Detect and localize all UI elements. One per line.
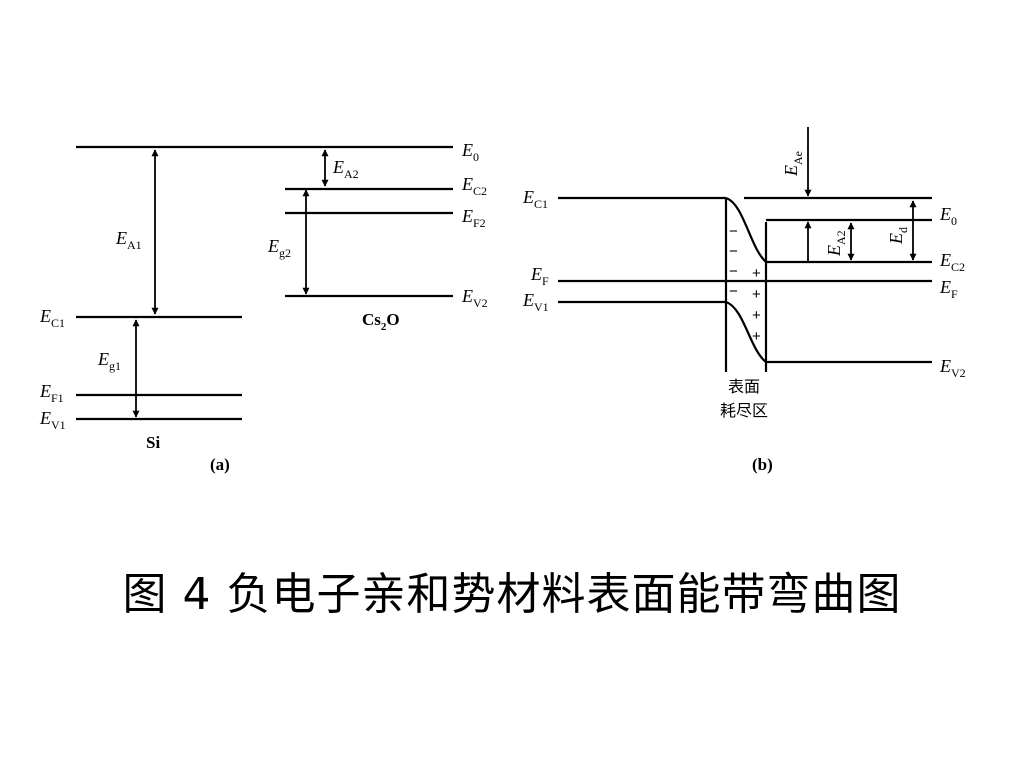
a-ec2-label: EC2 xyxy=(461,174,487,198)
a-ea2-label: EA2 xyxy=(332,157,359,181)
b-ec1-label: EC1 xyxy=(522,187,548,211)
b-plus-sign: + xyxy=(752,328,761,345)
a-eg2-label: Eg2 xyxy=(267,236,291,260)
b-ec2-label: EC2 xyxy=(939,250,965,274)
panel-b: − − − − + + + + EC1 EF EV1 E0 EC2 EF EV2… xyxy=(522,127,966,474)
svg-text:Ed: Ed xyxy=(886,227,910,245)
a-ea1-label: EA1 xyxy=(115,228,142,252)
svg-text:EAe: EAe xyxy=(781,151,805,177)
b-ed-label: Ed xyxy=(886,227,910,245)
a-ev2-label: EV2 xyxy=(461,286,488,310)
figure-caption: 图 4 负电子亲和势材料表面能带弯曲图 xyxy=(122,569,902,620)
a-ev1-label: EV1 xyxy=(39,408,66,432)
b-ev1-label: EV1 xyxy=(522,290,549,314)
a-eg1-label: Eg1 xyxy=(97,349,121,373)
b-region-label-line2: 耗尽区 xyxy=(720,401,768,420)
a-ef2-label: EF2 xyxy=(461,206,486,230)
a-ef1-label: EF1 xyxy=(39,381,64,405)
b-eae-label: EAe xyxy=(781,151,805,177)
b-minus-sign: − xyxy=(729,283,738,300)
band-diagram: E0 EC2 EF2 EV2 EC1 EF1 EV1 EA1 EA2 Eg2 E… xyxy=(39,127,966,474)
b-ev2-label: EV2 xyxy=(939,356,966,380)
b-ef-label: EF xyxy=(530,264,549,288)
b-ea2-label: EA2 xyxy=(824,230,848,257)
svg-text:EA2: EA2 xyxy=(824,230,848,257)
b-plus-sign: + xyxy=(752,307,761,324)
b-panel-tag: (b) xyxy=(752,455,773,474)
b-e0-label: E0 xyxy=(939,204,957,228)
a-cs2o-label: Cs2O xyxy=(362,310,400,333)
a-si-label: Si xyxy=(146,433,160,452)
panel-a: E0 EC2 EF2 EV2 EC1 EF1 EV1 EA1 EA2 Eg2 E… xyxy=(39,140,488,474)
b-minus-sign: − xyxy=(729,223,738,240)
b-plus-sign: + xyxy=(752,265,761,282)
b-plus-sign: + xyxy=(752,286,761,303)
a-ec1-label: EC1 xyxy=(39,306,65,330)
a-panel-tag: (a) xyxy=(210,455,230,474)
b-minus-sign: − xyxy=(729,243,738,260)
b-ef-right-label: EF xyxy=(939,277,958,301)
b-minus-sign: − xyxy=(729,263,738,280)
b-region-label-line1: 表面 xyxy=(728,377,760,396)
a-e0-label: E0 xyxy=(461,140,479,164)
